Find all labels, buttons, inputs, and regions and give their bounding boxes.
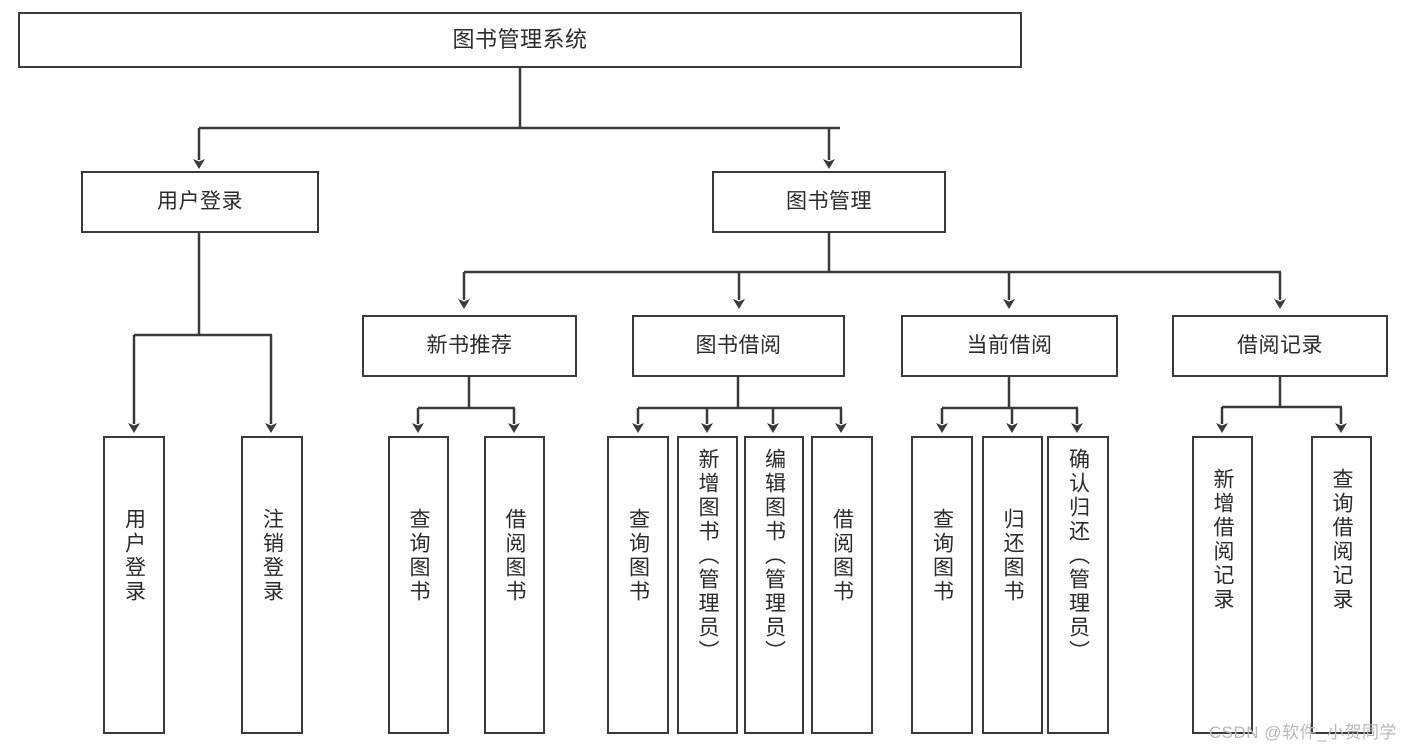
node-current-borrow[interactable]: 当前借阅: [901, 315, 1118, 377]
node-new-book-recommend[interactable]: 新书推荐: [362, 315, 577, 377]
node-label: 确认归还（管理员）: [1066, 448, 1090, 664]
csdn-watermark: CSDN @软件_小贺同学: [1208, 723, 1397, 742]
node-label: 图书管理系统: [452, 27, 588, 53]
node-user-login[interactable]: 用户登录: [81, 171, 319, 233]
node-leaf-logout[interactable]: 注销登录: [241, 436, 303, 734]
node-label: 新增图书（管理员）: [696, 448, 719, 664]
node-leaf-query-record[interactable]: 查询借阅记录: [1311, 436, 1372, 734]
node-label: 图书借阅: [695, 333, 782, 357]
node-label: 查询图书: [930, 508, 954, 604]
node-label: 新书推荐: [426, 333, 513, 357]
node-leaf-add-record[interactable]: 新增借阅记录: [1192, 436, 1253, 734]
node-label: 图书管理: [786, 189, 872, 213]
node-label: 编辑图书（管理员）: [762, 448, 786, 664]
node-label: 查询图书: [407, 508, 430, 604]
node-leaf-query-book-3[interactable]: 查询图书: [911, 436, 973, 734]
node-leaf-borrow-book-1[interactable]: 借阅图书: [484, 436, 545, 734]
node-label: 新增借阅记录: [1211, 468, 1234, 612]
node-leaf-login[interactable]: 用户登录: [103, 436, 165, 734]
node-label: 用户登录: [157, 189, 243, 213]
node-label: 注销登录: [260, 508, 284, 604]
node-label: 归还图书: [1001, 508, 1024, 604]
node-book-management[interactable]: 图书管理: [712, 171, 946, 233]
node-leaf-confirm-return[interactable]: 确认归还（管理员）: [1047, 436, 1109, 734]
node-leaf-return-book[interactable]: 归还图书: [982, 436, 1043, 734]
node-borrow-record[interactable]: 借阅记录: [1172, 315, 1388, 377]
node-leaf-query-book-1[interactable]: 查询图书: [388, 436, 449, 734]
node-label: 借阅图书: [503, 508, 526, 604]
node-label: 用户登录: [122, 508, 146, 604]
node-root-system[interactable]: 图书管理系统: [18, 12, 1022, 68]
node-leaf-edit-book[interactable]: 编辑图书（管理员）: [744, 436, 804, 734]
node-leaf-borrow-book-2[interactable]: 借阅图书: [811, 436, 873, 734]
node-label: 借阅图书: [830, 508, 854, 604]
node-label: 当前借阅: [966, 333, 1053, 357]
node-label: 借阅记录: [1237, 333, 1323, 357]
node-leaf-query-book-2[interactable]: 查询图书: [607, 436, 669, 734]
node-book-borrow[interactable]: 图书借阅: [632, 315, 845, 377]
node-leaf-add-book[interactable]: 新增图书（管理员）: [677, 436, 738, 734]
node-label: 查询借阅记录: [1330, 468, 1353, 612]
node-label: 查询图书: [626, 508, 650, 604]
